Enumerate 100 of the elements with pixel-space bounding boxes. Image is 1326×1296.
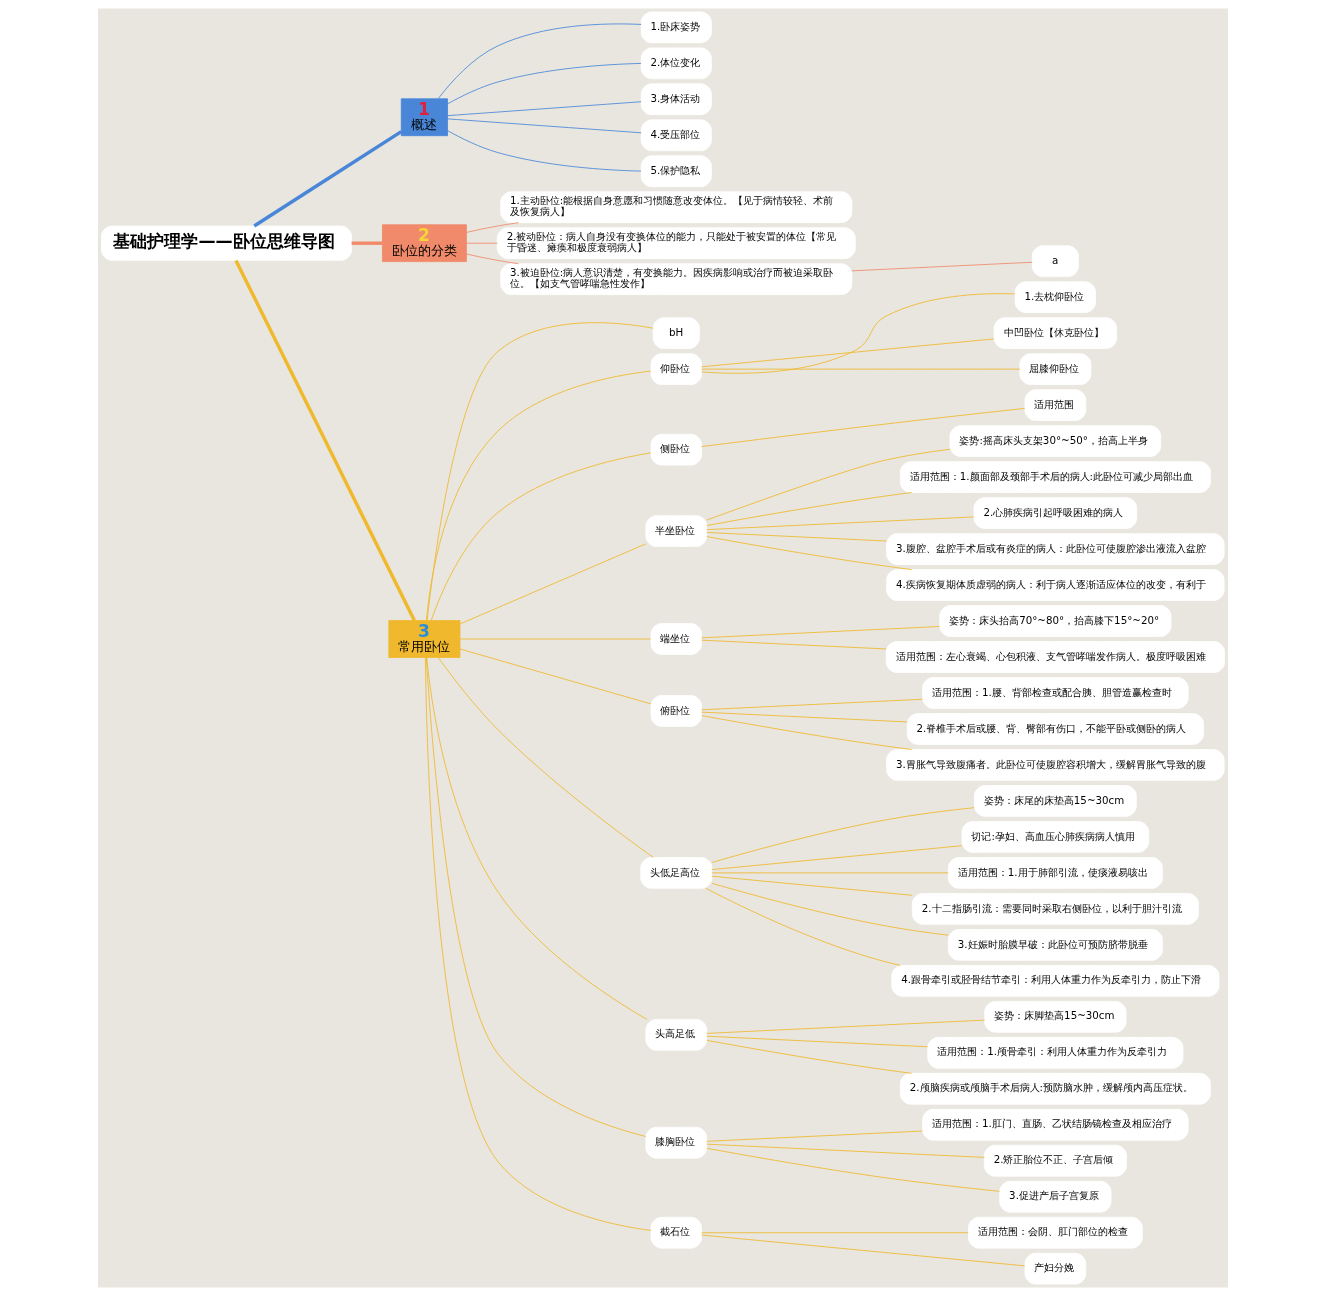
node-box: 膝胸卧位 [645,1126,708,1159]
node-box: 头高足低 [645,1018,708,1051]
connector [706,1039,913,1074]
node-box: 适用范围：1.肛门、直肠、乙状结肠镜检查及相应治疗 [922,1108,1189,1141]
node-box: 侧卧位 [650,433,702,466]
node-box: 5.保护隐私 [640,155,712,188]
node-box: 1 概述 [400,98,448,137]
node-box: 适用范围：1.用于肺部引流，使痰液易咳出 [947,857,1163,889]
connector [711,872,949,874]
connector [459,543,647,625]
node-box: 姿势：床头抬高70°~80°，抬高膝下15°~20° [939,605,1172,637]
node-box: 中凹卧位【休克卧位】 [993,317,1118,349]
node-box: 姿势:摇高床头支架30°~50°，抬高上半身 [949,425,1162,457]
node-box: 1.去枕仰卧位 [1014,281,1097,314]
connector [447,101,642,117]
connector [706,532,887,542]
connector [234,259,416,622]
connector [701,1232,969,1234]
connector [701,407,1026,447]
connector [706,536,913,570]
node-box: 2.十二指肠引流：需要同时采取右侧卧位，以利于胆汁引流 [911,893,1199,925]
node-box: 半坐卧位 [645,515,708,547]
connector [426,657,648,1020]
connector [351,241,383,245]
connector [466,253,519,265]
node-box: 姿势：床尾的床垫高15~30cm [974,785,1137,817]
connector [711,875,913,896]
node-box: 屈膝仰卧位 [1019,353,1092,385]
connector [466,242,498,244]
connector [701,1234,1026,1267]
node-box: bH [652,317,700,349]
node-box: 俯卧位 [650,695,702,727]
connector [424,657,652,1231]
connector [437,23,642,99]
node-box: 姿势：床脚垫高15~30cm [984,1000,1127,1033]
connector [701,639,887,650]
node-box: 3.促进产后子宫复原 [999,1180,1112,1213]
node-box: 1.主动卧位:能根据自身意愿和习惯随意改变体位。【见于病情较轻、术前及恢复病人】 [500,191,853,224]
connector [706,516,975,531]
node-box: 2.矫正胎位不正、子宫后倾 [983,1144,1127,1177]
node-box: 2.脊椎手术后或腰、背、臀部有伤口，不能平卧或侧卧的病人 [906,713,1204,745]
node-box: 3.胃胀气导致腹痛者。此卧位可使腹腔容积增大，缓解胃胀气导致的腹 [886,749,1225,781]
node-box: 适用范围：1.颜面部及颈部手术后的病人:此卧位可减少局部出血 [899,461,1211,493]
connector [706,1019,986,1034]
node-box: 3.腹腔、盆腔手术后或有炎症的病人：此卧位可使腹腔渗出液流入盆腔 [886,533,1225,565]
node-box: 仰卧位 [650,353,702,385]
connector [711,845,963,870]
connector [459,648,652,705]
node-box: 适用范围 [1024,389,1087,421]
connector [459,638,652,640]
node-box: 头低足高位 [640,857,713,889]
node-box: 产妇分娩 [1024,1252,1087,1285]
connector [447,63,642,105]
node-box: 适用范围：1.腰、背部检查或配合胰、胆管造赢检查时 [922,677,1189,709]
node-box: 4.跟骨牵引或胫骨结节牵引：利用人体重力作为反牵引力，防止下滑 [891,965,1220,997]
node-box: 适用范围：1.颅骨牵引：利用人体重力作为反牵引力 [927,1036,1184,1069]
node-box: 切记:孕妇、高血压心肺疾病病人慎用 [961,821,1150,853]
connector [447,130,642,172]
connector [430,452,652,621]
connector [426,370,652,621]
connector [706,492,913,526]
node-box: 2.颅脑疾病或颅脑手术后病人:预防脑水肿，缓解颅内高压症状。 [899,1072,1211,1105]
node-box: 4.受压部位 [640,119,712,152]
node-box: 3.妊娠时胎膜早破：此卧位可预防脐带脱垂 [947,929,1163,961]
connector [253,130,403,228]
node-box: 2.被动卧位：病人自身没有变换体位的能力，只能处于被安置的体位【常见于昏迷、瘫痪和极度衰弱病人】 [496,227,856,260]
connector [705,887,901,966]
connector [706,1143,985,1158]
connector [701,715,913,750]
connector [706,448,951,521]
connector [701,626,940,639]
connector [711,882,949,936]
connector [466,222,519,233]
connector [425,657,647,1137]
connector [447,118,642,134]
connector [701,368,1021,370]
node-box: 1.卧床姿势 [640,11,712,44]
connector [701,711,908,723]
connector [711,807,975,863]
node-box: 适用范围：左心衰竭、心包积液、支气管哮喘发作病人。极度呼吸困难 [885,641,1225,673]
node-box: 3.被迫卧位:病人意识清楚，有变换能力。因疾病影响或治疗而被迫采取卧位。【如支气管哮喘急性发作】 [500,263,853,296]
node-box: 2.体位变化 [640,47,712,80]
connector [701,698,923,711]
connector [706,1035,929,1048]
connector [426,322,654,621]
connector [851,261,1033,272]
node-box: 3 常用卧位 [388,620,461,658]
node-box: 2 卧位的分类 [382,224,467,263]
node-box: 2.心肺疾病引起呼吸困难的病人 [973,497,1138,529]
connector [437,657,654,858]
connector [706,1147,1000,1192]
node-box: 适用范围：会阴、肛门部位的检查 [968,1216,1143,1249]
node-box: a [1031,245,1079,278]
node-box: 4.疾病恢复期体质虚弱的病人：利于病人逐渐适应体位的改变，有利于 [886,569,1225,601]
node-box: 3.身体活动 [640,83,712,116]
connector [701,338,995,368]
node-box: 基础护理学——卧位思维导图 [101,225,352,261]
connector [706,1130,923,1142]
connector [701,293,1016,374]
node-box: 截石位 [650,1216,702,1249]
